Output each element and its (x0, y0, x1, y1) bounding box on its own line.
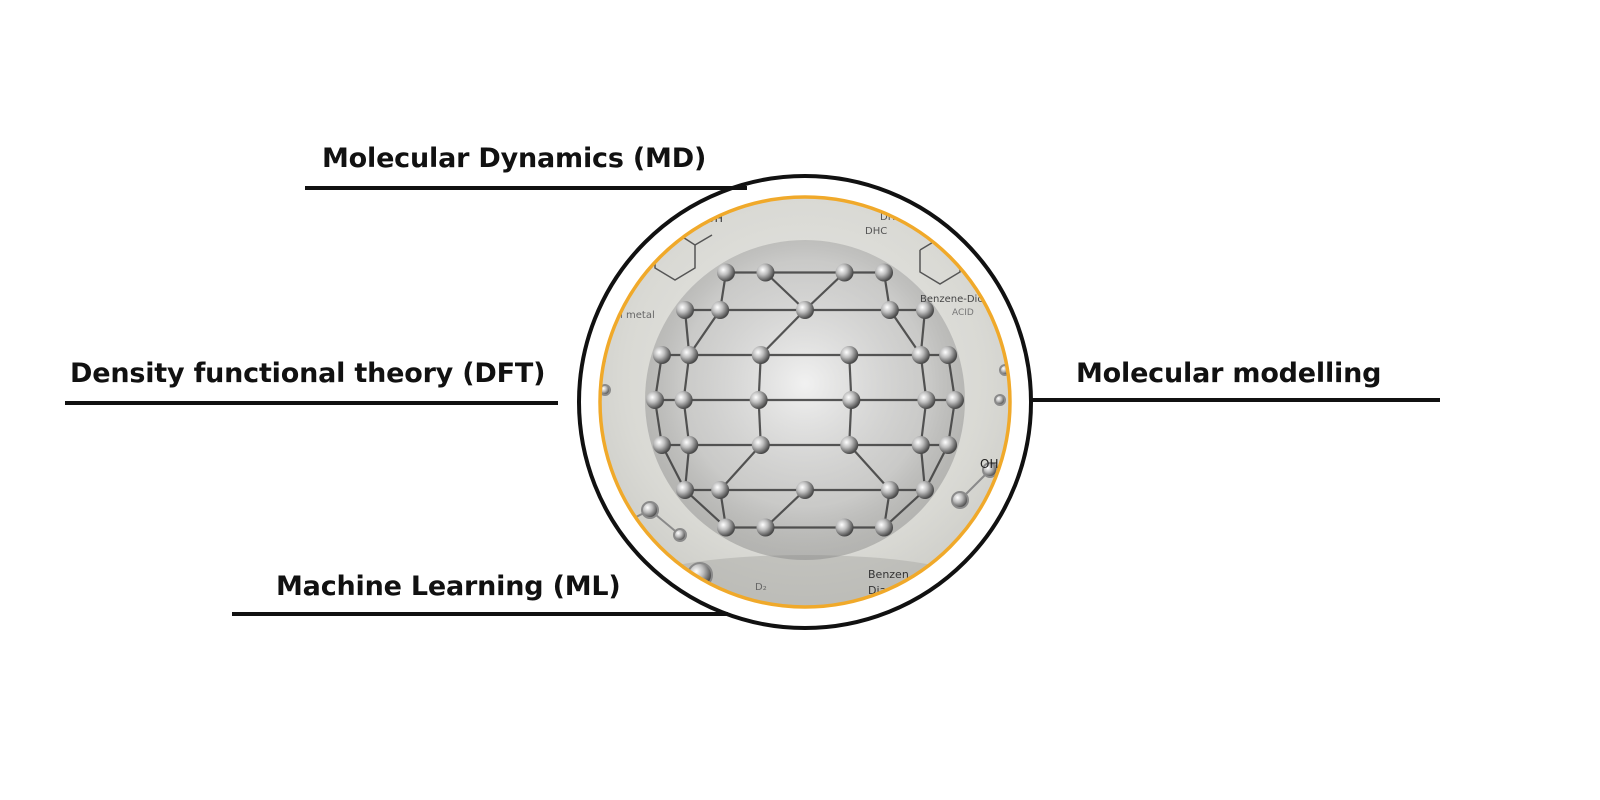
lattice-atom (835, 263, 854, 282)
label-molecular-dynamics: Molecular Dynamics (MD) (322, 143, 707, 174)
lattice-atom (716, 263, 735, 282)
lattice-bond (764, 271, 806, 311)
lattice-atom (711, 481, 730, 499)
lattice-atom (676, 481, 694, 499)
lattice-atom (917, 391, 936, 409)
lattice-atom (756, 263, 775, 282)
lattice-atom (840, 436, 859, 454)
lattice-bond (848, 444, 891, 491)
image-text-benzene-top: Benzene-Dic (920, 294, 983, 305)
label-molecular-modelling: Molecular modelling (1076, 358, 1382, 389)
lattice-atom (939, 346, 958, 364)
lattice-bond (883, 489, 926, 529)
image-text-acid: ACID (952, 308, 974, 318)
rule-molecular-dynamics (305, 186, 747, 190)
lattice-atom (751, 436, 770, 454)
label-dft: Density functional theory (DFT) (70, 358, 546, 389)
lattice-atom (751, 346, 770, 364)
lattice-bond (804, 271, 846, 311)
lattice-bond (688, 309, 722, 356)
label-machine-learning: Machine Learning (ML) (276, 571, 621, 602)
molecule-image: OH DH DHC tal metal Benzene-Dic ACID OH … (600, 197, 1010, 607)
lattice-atom (911, 436, 930, 454)
lattice-atom (716, 518, 735, 537)
inner-ring (598, 195, 1012, 609)
lattice-atom (652, 346, 671, 364)
lattice-atom (646, 391, 664, 409)
image-text-dhc: DHC (865, 226, 887, 237)
lattice-atom (840, 346, 859, 364)
lattice-atom (842, 391, 861, 409)
lattice-atom (835, 518, 854, 537)
lattice-atom (652, 436, 671, 454)
lattice-atom (880, 301, 899, 319)
image-text-benzene-bottom: Benzen (868, 568, 909, 581)
lattice-atom (749, 391, 768, 409)
image-text-d2: D₂ (755, 582, 767, 593)
lattice-atom (911, 346, 930, 364)
lattice-bond (888, 309, 922, 356)
lattice-atom (875, 263, 894, 282)
lattice-atoms (646, 263, 964, 537)
lattice-atom (676, 301, 694, 319)
lattice-atom (680, 346, 699, 364)
rule-machine-learning (232, 612, 728, 616)
lattice-atom (916, 301, 934, 319)
lattice-atom (880, 481, 899, 499)
rule-dft (65, 401, 558, 405)
lattice-bond (684, 489, 727, 529)
image-text-oh-right: OH (980, 457, 998, 471)
lattice-atom (680, 436, 699, 454)
lattice-atom (796, 481, 814, 499)
lattice-atom (674, 391, 693, 409)
lattice-atom (711, 301, 730, 319)
lattice-atom (756, 518, 775, 537)
lattice-atom (916, 481, 934, 499)
lattice-atom (946, 391, 964, 409)
image-text-dh: DH (880, 212, 895, 223)
lattice-bond (764, 489, 806, 529)
lattice-bond (719, 444, 762, 491)
lattice-atom (796, 301, 814, 319)
lattice-bond (759, 309, 806, 356)
lattice-atom (875, 518, 894, 537)
image-text-metal: tal metal (610, 310, 655, 321)
rule-molecular-modelling (1030, 398, 1440, 402)
lattice-atom (939, 436, 958, 454)
